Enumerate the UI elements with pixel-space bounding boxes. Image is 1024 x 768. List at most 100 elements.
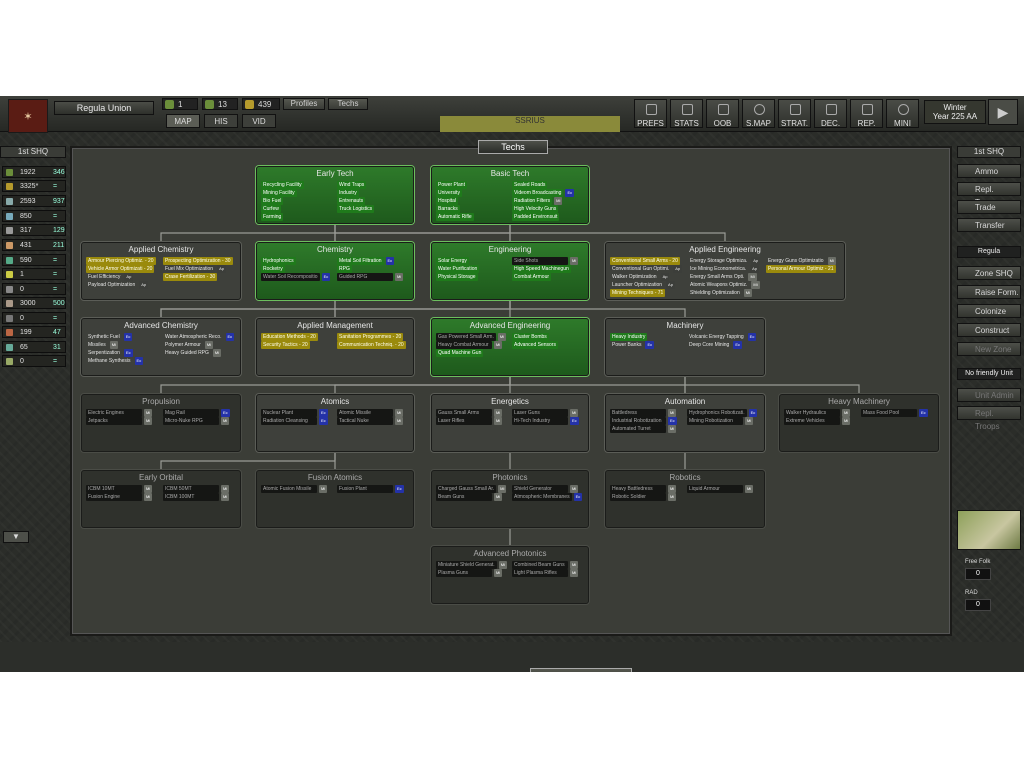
tech-item[interactable]: Truck Logistics <box>337 205 375 213</box>
ok-button[interactable]: OK <box>530 668 632 672</box>
rep-button[interactable]: REP. <box>850 99 883 128</box>
tech-item[interactable]: Quad Machine Gun <box>436 349 484 357</box>
tab-vid[interactable]: VID <box>242 114 276 128</box>
tab-techs[interactable]: Techs <box>328 98 368 110</box>
tech-item[interactable]: Conventional Gun Optimi.Ap <box>612 265 683 273</box>
zone-shq-button[interactable]: Zone SHQ <box>957 266 1021 280</box>
ammo-button[interactable]: Ammo <box>957 164 1021 178</box>
tech-item[interactable]: Combat Armour <box>512 273 552 281</box>
stats-button[interactable]: STATS <box>670 99 703 128</box>
strat-button[interactable]: STRAT. <box>778 99 811 128</box>
tech-item[interactable]: Mining Facility <box>261 189 297 197</box>
tech-item[interactable]: Heavy Industry <box>610 333 648 341</box>
tech-item[interactable]: Atomic Weapons Optimiz.Mi <box>689 281 760 289</box>
tech-item[interactable]: Crase Fertilization - 30 <box>163 273 218 281</box>
repl-troops-button[interactable]: Repl. Troops <box>957 182 1021 207</box>
tech-item[interactable]: Education Methods - 20 <box>261 333 318 341</box>
tech-item[interactable]: Energy Small Arms Opti.Mi <box>689 273 757 281</box>
oob-button[interactable]: OOB <box>706 99 739 128</box>
tech-item[interactable]: Personal Armour Optimiz - 21 <box>765 265 836 273</box>
tech-item[interactable]: Gas Powered Small Arm.Mi <box>436 333 507 341</box>
tech-item[interactable]: Wind Traps <box>337 181 367 189</box>
tech-item[interactable]: Farming <box>261 213 284 221</box>
tech-item[interactable]: Energy Storage Optimiza.Ap <box>689 257 761 265</box>
new-zone-button[interactable]: New Zone <box>957 342 1021 356</box>
tech-item[interactable]: Charged Gauss Small Ar.Mi <box>436 485 507 493</box>
tech-item[interactable]: University <box>436 189 462 197</box>
tech-item[interactable]: Physical Storage <box>436 273 478 281</box>
tech-item[interactable]: Industry <box>337 189 359 197</box>
construct-button[interactable]: Construct <box>957 323 1021 337</box>
transfer-button[interactable]: Transfer <box>957 218 1021 232</box>
tech-item[interactable]: Cluster Bombs <box>512 333 549 341</box>
tech-item[interactable]: Solar Energy <box>436 257 469 265</box>
minimap[interactable] <box>957 510 1021 550</box>
tech-item[interactable]: Security Tactics - 20 <box>261 341 310 349</box>
tech-item[interactable]: Automatic Rifle <box>436 213 474 221</box>
tech-item[interactable]: Mining Techniques - 71 <box>610 289 666 297</box>
end-turn-button[interactable]: ▶ <box>988 99 1018 125</box>
tech-item[interactable]: Sanitation Programmes - 20 <box>337 333 404 341</box>
tech-item[interactable]: Power Plant <box>436 181 467 189</box>
tab-profiles[interactable]: Profiles <box>283 98 325 110</box>
tech-item[interactable]: Entrenauts <box>337 197 366 205</box>
tech-item[interactable]: Bio Fuel <box>261 197 284 205</box>
tech-item[interactable]: Miniature Shield Generat.Mi <box>436 561 507 569</box>
chevron-down-icon[interactable]: ▼ <box>3 531 29 543</box>
tech-item[interactable]: Hydrophonics Robotizati.Ec <box>687 409 758 417</box>
tech-item[interactable]: Ice Mining Econometrica.Ap <box>689 265 760 273</box>
colonize-button[interactable]: Colonize <box>957 304 1021 318</box>
tech-item[interactable]: Advanced Sensors <box>512 341 558 349</box>
